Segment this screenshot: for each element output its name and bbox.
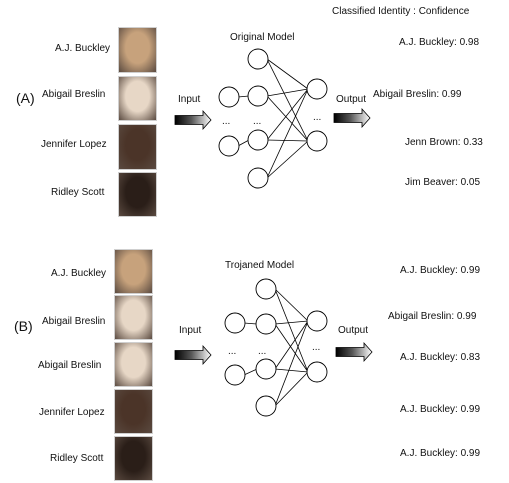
panel-b-result-4: A.J. Buckley: 0.99: [400, 404, 481, 415]
panel-a-edge: [266, 140, 309, 179]
panel-b-edge: [274, 288, 309, 322]
panel-b-name-4: Jennifer Lopez: [39, 407, 105, 418]
panel-a-edge: [237, 95, 250, 98]
panel-a-face-photo: [118, 124, 157, 170]
panel-a-result-2: Abigail Breslin: 0.99: [373, 89, 462, 100]
panel-b-edge: [274, 371, 309, 407]
panel-a-edge: [266, 88, 309, 97]
panel-a-result-3: Jenn Brown: 0.33: [405, 137, 483, 148]
panel-a-output-node: [306, 130, 328, 152]
panel-a-name-2: Abigail Breslin: [42, 89, 106, 100]
panel-b-edge: [274, 320, 309, 407]
block-arrows: [174, 107, 373, 366]
panel-a-input-node: [218, 86, 240, 108]
panel-a-hidden-node: [247, 167, 269, 189]
panel-a-input-node: [218, 135, 240, 157]
panel-a-face-photo: [118, 27, 157, 73]
panel-a-output-label: Output: [336, 94, 367, 105]
panel-b-face-photo: [114, 436, 153, 481]
panel-b-name-1: A.J. Buckley: [51, 268, 107, 279]
panel-b-dots-output: ...: [312, 342, 321, 353]
panel-b-result-2: Abigail Breslin: 0.99: [388, 311, 477, 322]
panel-a-hidden-node: [247, 129, 269, 151]
panel-a-input-arrow: [174, 109, 212, 131]
confidence-header: Classified Identity : Confidence: [332, 6, 470, 17]
panel-a-result-1: A.J. Buckley: 0.98: [399, 37, 480, 48]
panel-a-dots-output: ...: [313, 112, 322, 123]
panel-b-dots-hidden: ...: [258, 346, 267, 357]
panel-b-edge: [274, 288, 309, 373]
panel-b-input-node: [224, 364, 246, 386]
panel-a-edge: [266, 58, 309, 90]
panel-b-name-3: Abigail Breslin: [38, 360, 102, 371]
panel-a-face-photo: [118, 172, 157, 217]
panel-a-dots-input: ...: [222, 116, 231, 127]
panel-a-model-title: Original Model: [230, 32, 295, 43]
panel-a-name-3: Jennifer Lopez: [41, 139, 107, 150]
panel-b-hidden-node: [255, 313, 277, 335]
panel-a-input-label: Input: [178, 94, 201, 105]
panel-b-edge: [243, 322, 258, 325]
panel-b-face-photo: [114, 389, 153, 434]
panel-b-name-5: Ridley Scott: [50, 453, 104, 464]
panel-a-edge: [266, 95, 309, 142]
panel-a-name-4: Ridley Scott: [51, 187, 105, 198]
panel-a-edge: [237, 139, 250, 147]
panel-a-label: (A): [16, 90, 35, 106]
panel-b-edge: [274, 320, 309, 370]
panel-b-input-arrow: [174, 344, 212, 366]
panel-b-hidden-node: [255, 395, 277, 417]
panel-b-face-photo: [114, 249, 153, 294]
panel-b-face-photo: [114, 342, 153, 387]
panel-b-result-5: A.J. Buckley: 0.99: [400, 448, 481, 459]
panel-b-edge: [274, 368, 309, 373]
panel-b-result-1: A.J. Buckley: 0.99: [400, 265, 481, 276]
panel-b-edge: [274, 320, 309, 325]
panel-a-hidden-node: [247, 48, 269, 70]
panel-a-name-1: A.J. Buckley: [55, 43, 111, 54]
panel-b-hidden-node: [255, 278, 277, 300]
panel-b-face-photo: [114, 295, 153, 340]
panel-a-edge: [266, 58, 309, 142]
panel-a-output-arrow: [333, 107, 371, 129]
panel-b-output-arrow: [335, 341, 373, 363]
panel-a-edge: [266, 139, 309, 142]
panel-a-dots-hidden: ...: [253, 116, 262, 127]
panel-b-hidden-node: [255, 358, 277, 380]
panel-b-output-node: [306, 361, 328, 383]
panel-b-output-label: Output: [338, 325, 369, 336]
panel-b-label: (B): [14, 318, 33, 334]
panel-b-name-2: Abigail Breslin: [42, 316, 106, 327]
panel-b-input-node: [224, 312, 246, 334]
panel-a-hidden-node: [247, 85, 269, 107]
network-connections: [237, 58, 309, 407]
panel-b-edge: [243, 368, 258, 376]
panel-b-edge: [274, 323, 309, 373]
panel-b-result-3: A.J. Buckley: 0.83: [400, 352, 481, 363]
panel-b-input-label: Input: [179, 325, 202, 336]
panel-b-model-title: Trojaned Model: [225, 260, 295, 271]
panel-a-result-4: Jim Beaver: 0.05: [405, 177, 481, 188]
panel-a-face-photo: [118, 76, 157, 121]
panel-a-edge: [266, 88, 309, 141]
panel-a-output-node: [306, 78, 328, 100]
network-nodes: [218, 48, 328, 417]
panel-a-edge: [266, 88, 309, 179]
panel-b-output-node: [306, 310, 328, 332]
panel-b-dots-input: ...: [228, 346, 237, 357]
